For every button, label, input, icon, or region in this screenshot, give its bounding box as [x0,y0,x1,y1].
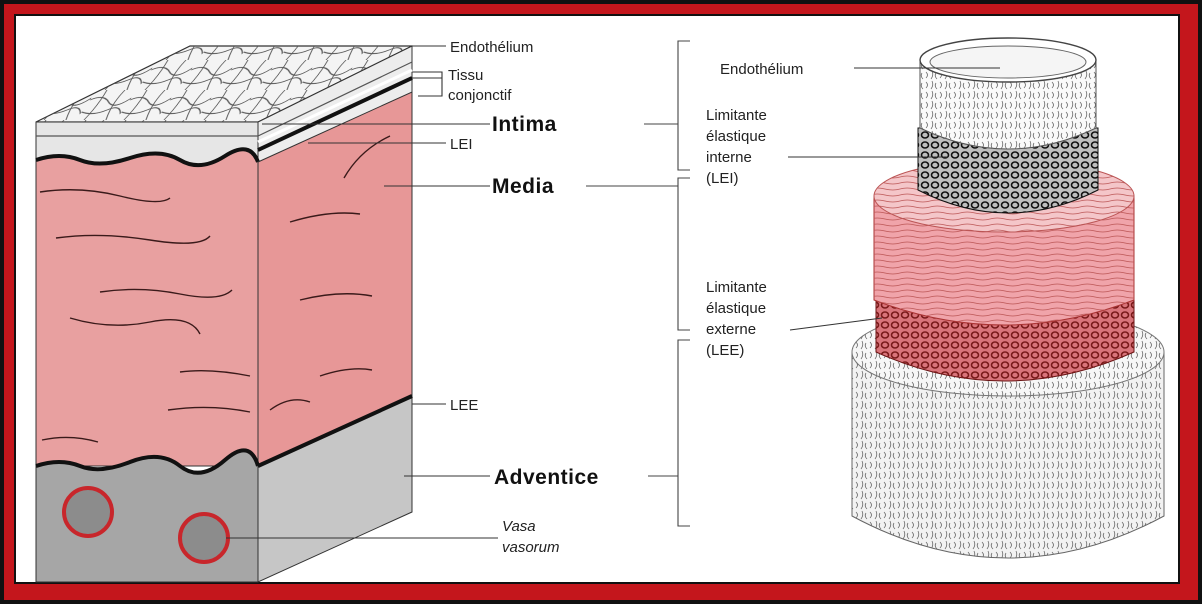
layer-brackets [586,41,690,526]
vasa-vasorum-vessel [180,514,228,562]
label-vasa-line2: vasorum [502,539,560,556]
artery-cylinders [852,38,1164,558]
label-lee-right-line2: élastique [706,300,766,317]
label-intima: Intima [492,113,557,136]
label-lee-right-line3: externe [706,321,756,338]
label-lei-right-line3: interne [706,149,752,166]
label-lei-right-line2: élastique [706,128,766,145]
label-lee-right-line4: (LEE) [706,342,744,359]
label-media: Media [492,175,554,198]
label-vasa-line1: Vasa [502,518,536,535]
label-lee-left: LEE [450,397,478,414]
label-lei-right-line4: (LEI) [706,170,739,187]
label-lei-left: LEI [450,136,473,153]
label-lei-right-line1: Limitante [706,107,767,124]
label-adventice: Adventice [494,466,599,489]
wall-block [36,46,412,582]
label-lee-right-line1: Limitante [706,279,767,296]
label-endothelium-right: Endothélium [720,61,803,78]
vasa-vasorum-vessel [64,488,112,536]
label-tissu-line1: Tissu [448,67,483,84]
label-endothelium-left: Endothélium [450,39,533,56]
label-tissu-line2: conjonctif [448,87,512,104]
media-front [36,149,258,466]
